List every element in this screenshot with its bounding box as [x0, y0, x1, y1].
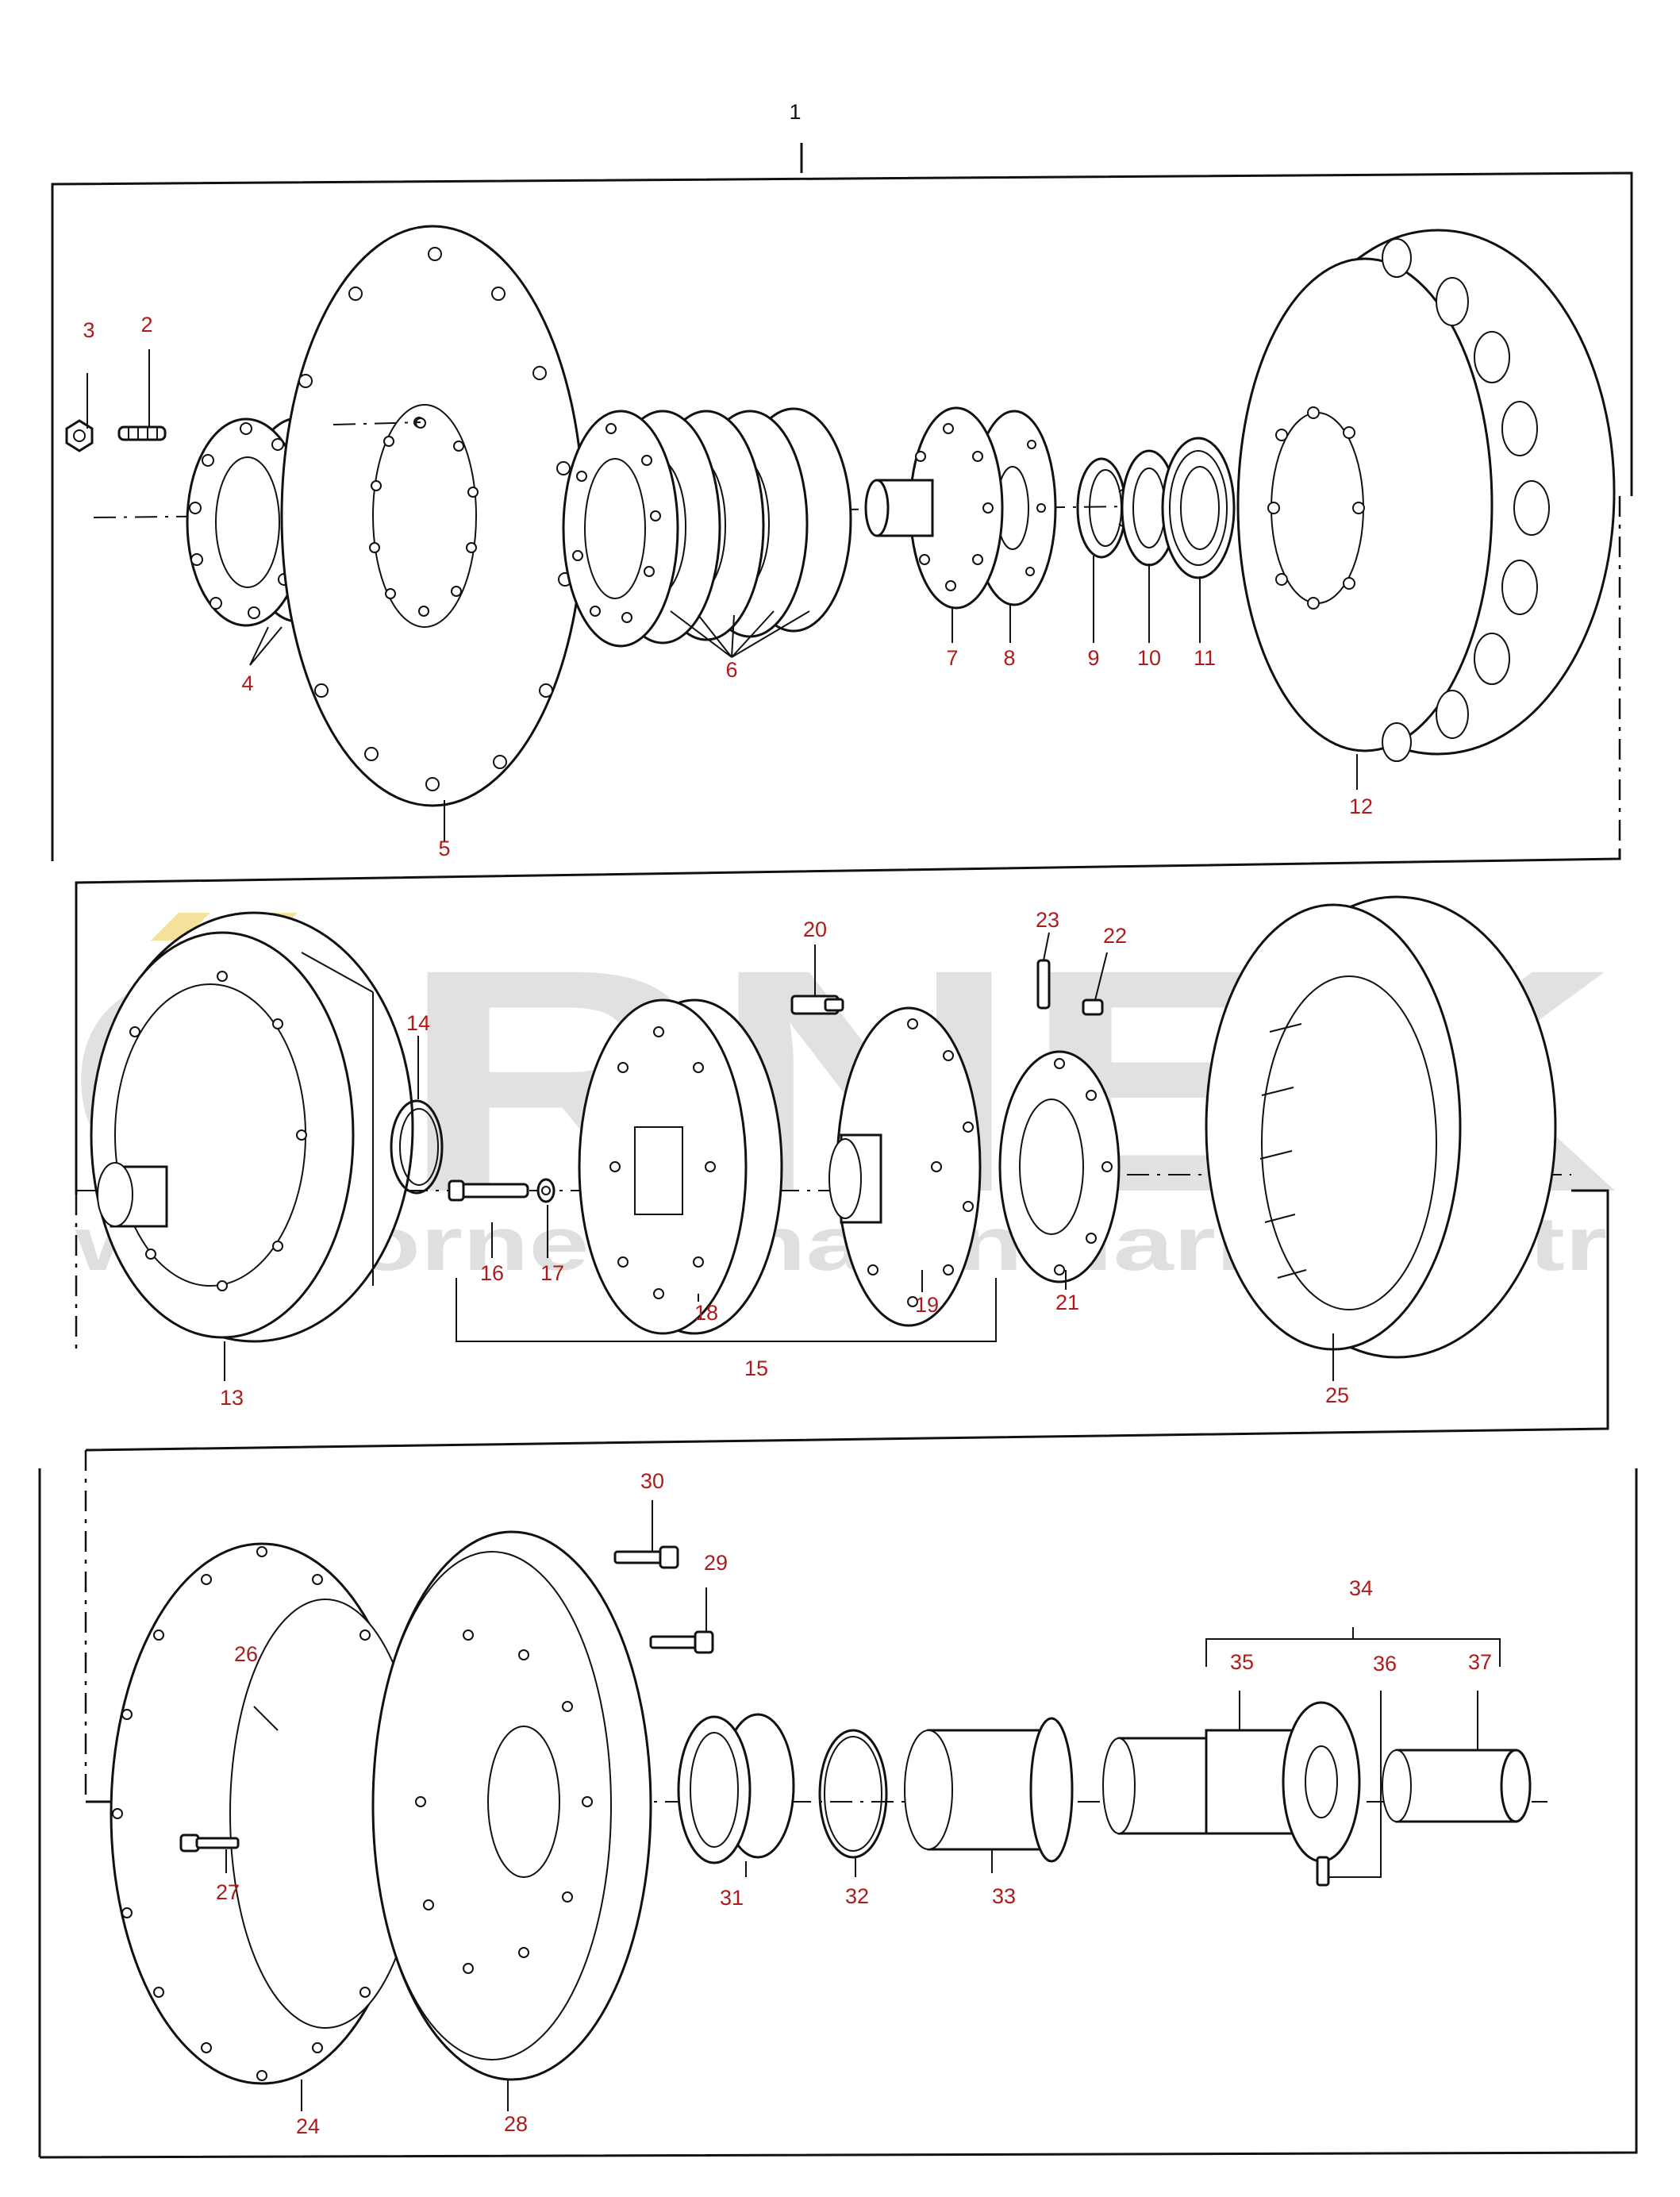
part-12-housing	[1236, 229, 1616, 762]
part-37-sleeve	[1382, 1749, 1532, 1823]
label-31: 31	[720, 1886, 744, 1910]
label-11: 11	[1194, 646, 1216, 670]
label-13: 13	[220, 1386, 244, 1410]
label-33: 33	[992, 1884, 1016, 1908]
label-24: 24	[296, 2114, 320, 2138]
label-30: 30	[640, 1469, 664, 1493]
label-28: 28	[504, 2112, 528, 2136]
part-6-plates	[562, 407, 852, 648]
part-29-bolt	[649, 1630, 714, 1654]
label-9: 9	[1087, 646, 1099, 670]
part-31-gear	[677, 1713, 795, 1864]
label-36: 36	[1373, 1652, 1397, 1676]
part-14-snap-ring	[390, 1099, 444, 1195]
part-30-bolt	[613, 1545, 679, 1569]
label-20: 20	[803, 918, 827, 941]
part-18-drum	[578, 998, 783, 1335]
label-8: 8	[1003, 646, 1015, 670]
label-19: 19	[915, 1293, 939, 1317]
label-29: 29	[704, 1551, 728, 1575]
label-21: 21	[1055, 1291, 1079, 1314]
part-labels: 1 3 2 4 5 6 7 8 9 10 11 12 20 23 22 14 1…	[83, 100, 1492, 2138]
label-12: 12	[1349, 795, 1373, 818]
label-32: 32	[845, 1884, 869, 1908]
part-16-bolt	[448, 1179, 529, 1202]
label-15: 15	[744, 1356, 768, 1380]
label-18: 18	[694, 1301, 718, 1325]
part-27-bolt	[179, 1833, 240, 1853]
part-7-8-hub	[864, 406, 1057, 610]
label-3: 3	[83, 318, 94, 342]
label-7: 7	[946, 646, 958, 670]
row-1-parts	[65, 225, 1616, 807]
part-19-disc	[828, 1006, 982, 1327]
part-2-stud	[117, 425, 167, 441]
row-3-parts	[87, 1530, 1547, 2085]
part-28-cover	[371, 1530, 652, 2081]
part-17-washer	[536, 1178, 556, 1203]
label-2: 2	[140, 313, 152, 337]
part-11-bearing	[1161, 437, 1236, 579]
part-21-plate	[998, 1050, 1121, 1283]
label-5: 5	[438, 837, 450, 860]
part-20-pin	[790, 995, 844, 1015]
part-5-flex-plate	[280, 225, 585, 807]
label-6: 6	[725, 658, 737, 682]
part-3-nut	[65, 419, 94, 452]
part-15-bracket	[456, 1278, 997, 1342]
label-26: 26	[234, 1642, 258, 1666]
assembly-frame	[38, 143, 1638, 2159]
label-22: 22	[1103, 924, 1127, 948]
part-9-snap-ring	[1076, 457, 1128, 559]
label-14: 14	[406, 1011, 430, 1035]
label-35: 35	[1230, 1650, 1254, 1674]
row-2-parts	[75, 895, 1571, 1359]
label-23: 23	[1036, 908, 1059, 932]
label-37: 37	[1468, 1650, 1492, 1674]
part-33-sleeve	[904, 1717, 1074, 1863]
label-27: 27	[216, 1880, 240, 1904]
part-36-pin	[1316, 1856, 1330, 1887]
label-1: 1	[789, 100, 801, 124]
label-25: 25	[1325, 1383, 1349, 1407]
label-10: 10	[1137, 646, 1161, 670]
label-34: 34	[1349, 1576, 1373, 1600]
part-22-pin	[1082, 998, 1104, 1016]
part-13-turbine	[90, 911, 414, 1343]
part-25-stator	[1205, 895, 1557, 1359]
leader-lines	[86, 349, 1478, 2111]
part-24-ring	[110, 1542, 421, 2085]
label-16: 16	[480, 1261, 504, 1285]
part-23-bolt	[1036, 959, 1051, 1010]
part-32-o-ring	[818, 1729, 888, 1859]
part-35-shaft	[1102, 1701, 1361, 1863]
label-17: 17	[540, 1261, 564, 1285]
part-10-ring	[1121, 449, 1178, 567]
label-4: 4	[241, 671, 253, 695]
